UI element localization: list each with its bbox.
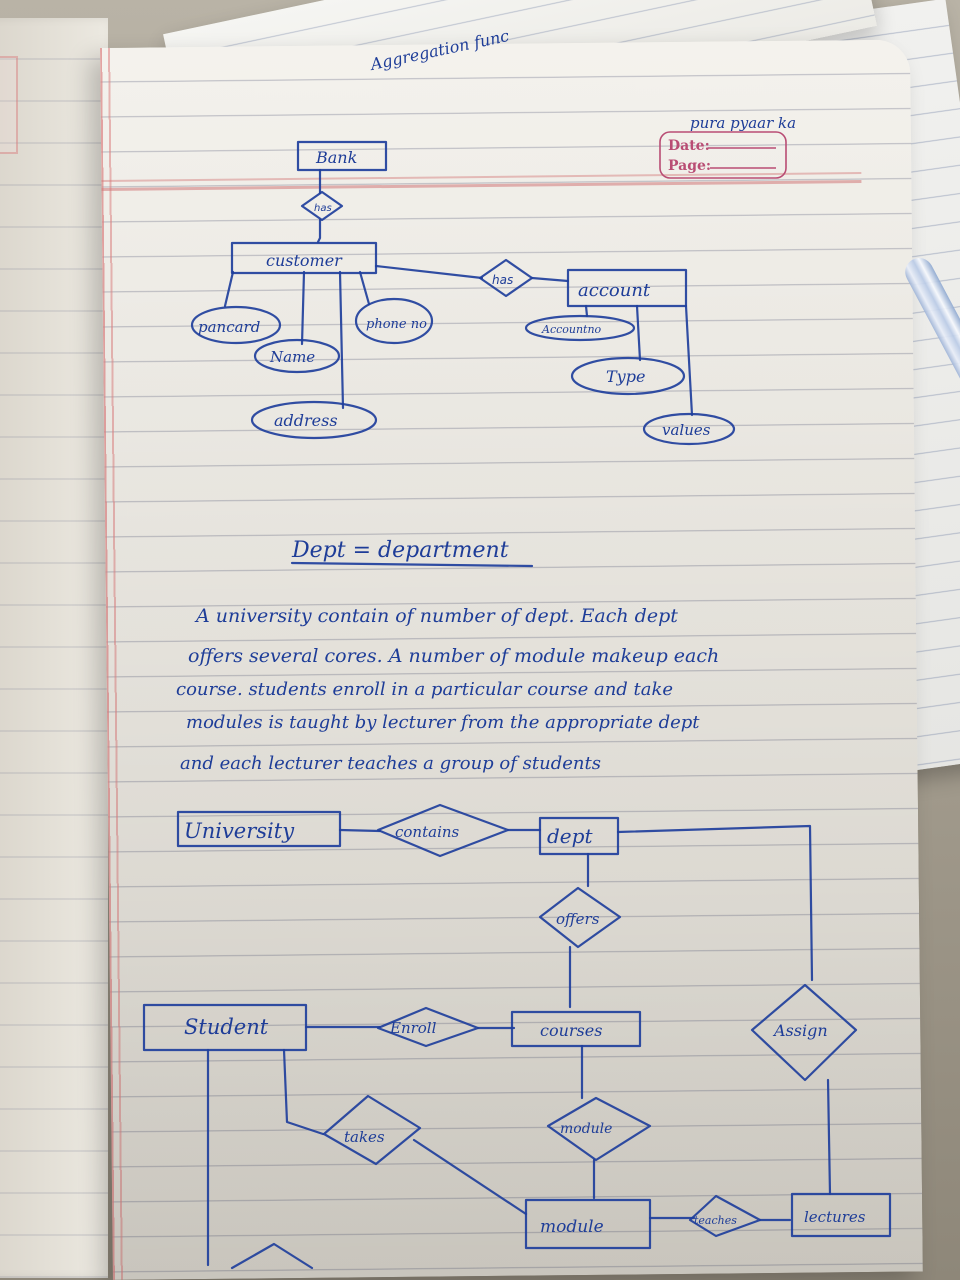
relationship-offers [538, 886, 622, 949]
attribute-phone-number [354, 297, 434, 345]
entity-university-label: University [184, 819, 295, 843]
attribute-pancard [190, 305, 282, 345]
entity-dept-label: dept [547, 824, 593, 848]
attribute-address-label: address [274, 411, 338, 430]
attribute-type-label: Type [606, 367, 645, 386]
paragraph-line-3: course. students enroll in a particular … [176, 679, 673, 700]
relationship-has-1-label: has [314, 203, 332, 214]
attribute-account-number [524, 314, 636, 342]
left-page-tab [0, 56, 18, 154]
relationship-takes [322, 1094, 422, 1166]
problem-statement: A university contain of number of dept. … [176, 605, 719, 774]
definition-underline [290, 561, 534, 568]
page-label: Page: [668, 158, 711, 174]
paragraph-line-1: A university contain of number of dept. … [194, 605, 678, 627]
student-takes-link [282, 1048, 325, 1136]
pancard-link [223, 270, 235, 308]
type-link [635, 304, 642, 362]
er-diagram-university: University contains dept offers Student … [142, 803, 892, 1270]
entity-customer-label: customer [266, 251, 343, 270]
paragraph-line-4: modules is taught by lecturer from the a… [186, 712, 700, 733]
entity-account-label: account [578, 280, 651, 301]
paragraph-line-2: offers several cores. A number of module… [188, 645, 719, 667]
address-link [338, 270, 345, 410]
relationship-enroll [376, 1006, 480, 1048]
attribute-type [570, 356, 686, 396]
definition-text: Dept = department [291, 538, 509, 563]
entity-module-label: module [540, 1217, 604, 1237]
relationship-enroll-label: Enroll [389, 1019, 437, 1037]
department-definition: Dept = department [290, 538, 534, 568]
relationship-assign-label: Assign [772, 1021, 828, 1040]
entity-student-label: Student [184, 1015, 269, 1039]
date-stamp-box [659, 131, 787, 179]
takes-module-link [412, 1138, 528, 1216]
university-contains-link [338, 828, 382, 833]
top-sheet-text: Aggregation func [367, 26, 511, 74]
attribute-name [253, 338, 341, 374]
relationship-has-2-label: has [492, 273, 513, 287]
relationship-teaches-label: teaches [694, 1214, 737, 1227]
entity-lectures [790, 1192, 892, 1238]
entity-bank [296, 140, 388, 172]
attribute-values-label: values [662, 421, 711, 439]
entity-lectures-label: lectures [804, 1208, 866, 1226]
relationship-contains-label: contains [395, 823, 460, 841]
entity-account [566, 268, 688, 308]
entity-dept [538, 816, 620, 856]
lower-partial-diamond [230, 1242, 314, 1270]
attribute-values [642, 412, 736, 446]
relationship-contains [376, 803, 510, 858]
customer-link [316, 218, 322, 244]
relationship-module-label: module [560, 1121, 612, 1137]
owner-note: pura pyaar ka [690, 114, 796, 132]
date-page-stamp: pura pyaar ka Date: Page: [659, 114, 796, 179]
paragraph-line-5: and each lecturer teaches a group of stu… [180, 753, 601, 774]
attribute-phone-number-label: phone no [366, 317, 427, 332]
assign-lectures-link [826, 1078, 832, 1196]
date-label: Date: [668, 138, 710, 154]
customer-account-link [374, 264, 484, 280]
relationship-module [546, 1096, 652, 1162]
dept-assign-link [616, 824, 814, 982]
entity-courses [510, 1010, 642, 1048]
entity-bank-label: Bank [315, 148, 357, 167]
relationship-takes-label: takes [344, 1128, 385, 1146]
account-number-link [584, 304, 589, 318]
values-link [684, 304, 694, 417]
attribute-pancard-label: pancard [198, 318, 260, 336]
relationship-teaches [688, 1194, 762, 1238]
relationship-has-1 [300, 190, 344, 222]
attribute-account-number-label: Accountno [541, 323, 602, 336]
relationship-has-2 [478, 258, 534, 298]
relationship-offers-label: offers [556, 910, 600, 928]
attribute-name-label: Name [269, 348, 315, 366]
relationship-assign [750, 983, 858, 1082]
er-diagram-bank: Bank has customer has account pancard Na… [190, 140, 736, 446]
entity-courses-label: courses [540, 1021, 602, 1040]
name-link [300, 270, 306, 346]
account-link [530, 276, 570, 283]
phone-link [358, 270, 371, 306]
attribute-address [250, 400, 378, 440]
entity-module [524, 1198, 652, 1250]
left-notebook-page [0, 18, 108, 1278]
